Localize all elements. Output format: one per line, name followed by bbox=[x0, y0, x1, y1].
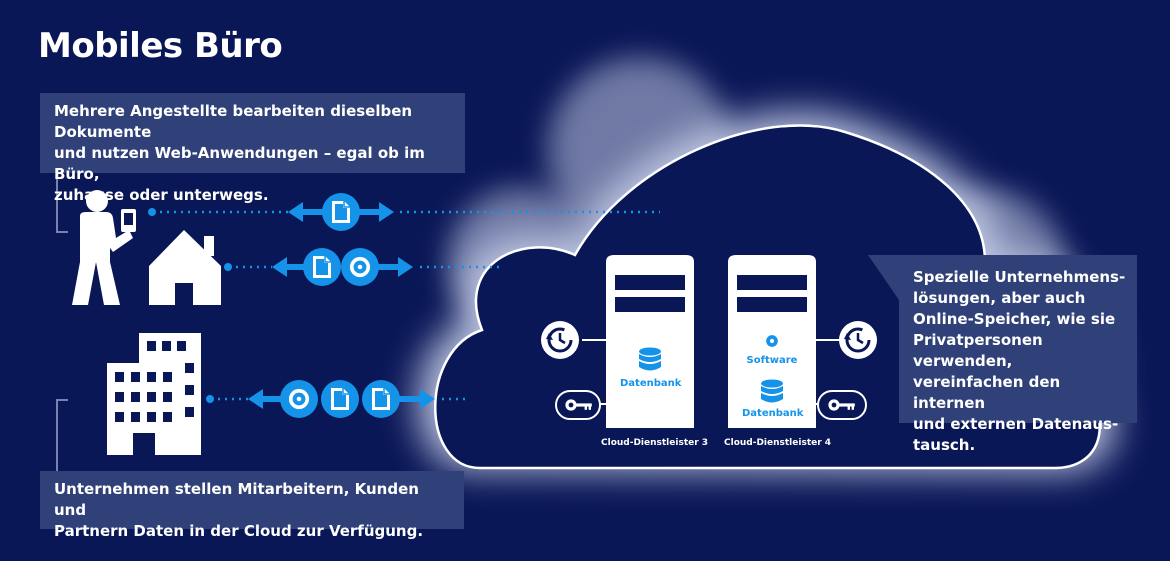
house-icon bbox=[149, 230, 221, 305]
flow-line-house bbox=[224, 248, 500, 286]
flow-line-person bbox=[148, 193, 660, 231]
info-line: Partnern Daten in der Cloud zur Verfügun… bbox=[54, 522, 424, 540]
page-title: Mobiles Büro bbox=[38, 26, 283, 66]
sync-clock-icon-left bbox=[540, 320, 580, 360]
disc-icon bbox=[762, 331, 782, 351]
info-line: Privatpersonen verwenden, bbox=[913, 331, 1043, 370]
info-line: zuhause oder unterwegs. bbox=[54, 186, 269, 204]
info-box-company: Unternehmen stellen Mitarbeitern, Kunden… bbox=[40, 471, 464, 540]
box-right-pointer bbox=[868, 255, 899, 300]
server-4-database-label: Datenbank bbox=[742, 408, 804, 419]
info-box-employees: Mehrere Angestellte bearbeiten dieselben… bbox=[40, 93, 465, 204]
key-icon-left bbox=[555, 390, 601, 420]
info-line: und externen Datenaus- bbox=[913, 415, 1119, 433]
box-connectors bbox=[56, 173, 68, 471]
office-buildings-icon bbox=[107, 333, 201, 455]
info-line: vereinfachen den internen bbox=[913, 373, 1061, 412]
database-icon bbox=[761, 379, 783, 403]
database-icon bbox=[639, 347, 661, 371]
server-4-icon bbox=[728, 255, 840, 428]
info-line: Unternehmen stellen Mitarbeitern, Kunden… bbox=[54, 480, 419, 519]
info-line: Mehrere Angestellte bearbeiten dieselben… bbox=[54, 102, 413, 141]
info-box-solutions: Spezielle Unternehmens- lösungen, aber a… bbox=[899, 255, 1137, 454]
server-3-icon bbox=[582, 255, 694, 428]
info-line: lösungen, aber auch bbox=[913, 289, 1086, 307]
info-line: Online-Speicher, wie sie bbox=[913, 310, 1116, 328]
flow-line-company bbox=[206, 380, 470, 418]
server-3-database-label: Datenbank bbox=[620, 378, 682, 389]
info-line: Spezielle Unternehmens- bbox=[913, 268, 1126, 286]
server-3-caption: Cloud-Dienstleister 3 bbox=[601, 438, 709, 448]
sync-clock-icon-right bbox=[838, 320, 878, 360]
info-line: tausch. bbox=[913, 436, 976, 454]
server-4-software-label: Software bbox=[746, 355, 798, 366]
server-4-caption: Cloud-Dienstleister 4 bbox=[724, 438, 832, 448]
info-line: und nutzen Web-Anwendungen – egal ob im … bbox=[54, 144, 425, 183]
person-with-phone-icon bbox=[72, 190, 136, 305]
key-icon-right bbox=[817, 390, 867, 420]
